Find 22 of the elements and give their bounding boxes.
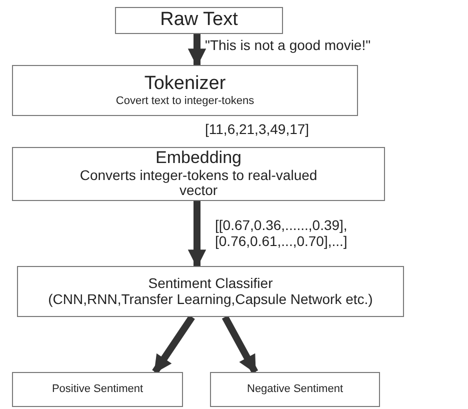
edge-label: "This is not a good movie!" <box>205 37 371 54</box>
arrow <box>188 201 206 268</box>
box-label: Raw Text <box>160 10 238 31</box>
box-title: Sentiment Classifier <box>148 276 273 292</box>
data-label: [11,6,21,3,49,17] <box>205 121 310 138</box>
process-box <box>12 147 385 201</box>
arrow <box>188 34 206 67</box>
box-description: (CNN,RNN,Transfer Learning,Capsule Network etc.) <box>48 292 373 307</box>
box-title: Embedding <box>155 149 242 168</box>
process-box <box>12 65 358 116</box>
process-box <box>115 7 283 34</box>
box-title: Tokenizer <box>144 74 226 95</box>
edge-label: [[0.67,0.36,......,0.39], [0.76,0.61,...,0.70],...] <box>215 217 348 250</box>
box-description: Converts integer-tokens to real-valued vector <box>78 168 318 199</box>
box-label: Positive Sentiment <box>52 383 144 396</box>
process-box <box>17 266 404 317</box>
arrow <box>152 315 195 374</box>
box-description: Covert text to integer-tokens <box>116 94 254 107</box>
arrow <box>222 315 258 374</box>
process-box <box>210 372 380 407</box>
process-box <box>12 372 183 407</box>
box-label: Negative Sentiment <box>247 383 343 396</box>
